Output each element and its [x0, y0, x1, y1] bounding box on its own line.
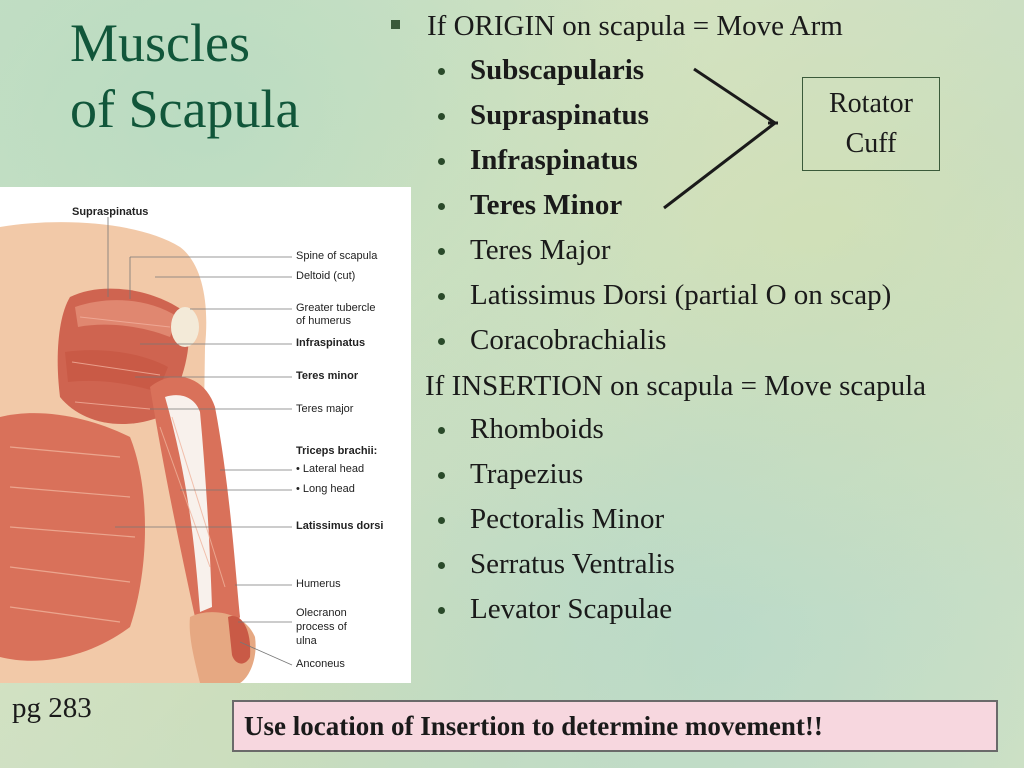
bullet-dot-icon — [438, 113, 445, 120]
figure-label-greater-tubercle-2: of humerus — [296, 315, 352, 327]
insertion-item: Pectoralis Minor — [385, 497, 1015, 542]
figure-label-anconeus: Anconeus — [296, 658, 345, 670]
origin-heading-text: If ORIGIN on scapula = Move Arm — [427, 10, 843, 42]
bullet-dot-icon — [438, 203, 445, 210]
bullet-dot-icon — [438, 562, 445, 569]
square-bullet-icon — [391, 20, 400, 29]
bullet-dot-icon — [438, 517, 445, 524]
insertion-note-box: Use location of Insertion to determine m… — [232, 700, 998, 752]
figure-label-humerus: Humerus — [296, 578, 341, 590]
page-reference: pg 283 — [12, 692, 92, 724]
figure-label-spine-of-scapula: Spine of scapula — [296, 250, 378, 262]
figure-label-triceps-brachii: Triceps brachii: — [296, 445, 378, 457]
slide-title: Muscles of Scapula — [70, 10, 390, 142]
arm-muscles-illustration — [0, 217, 293, 683]
insertion-item: Rhomboids — [385, 407, 1015, 452]
bullet-dot-icon — [438, 158, 445, 165]
origin-item-label: Subscapularis — [470, 54, 645, 86]
figure-label-infraspinatus: Infraspinatus — [296, 337, 366, 349]
anatomy-figure: Supraspinatus Spine of scapula Deltoid (… — [0, 187, 411, 683]
insertion-item-label: Serratus Ventralis — [470, 548, 675, 580]
bullet-dot-icon — [438, 427, 445, 434]
title-line-1: Muscles — [70, 13, 250, 73]
title-line-2: of Scapula — [70, 79, 300, 139]
figure-label-long-head: • Long head — [296, 483, 355, 495]
insertion-item-label: Trapezius — [470, 458, 584, 490]
insertion-item: Levator Scapulae — [385, 587, 1015, 632]
bullet-dot-icon — [438, 338, 445, 345]
figure-label-teres-major: Teres major — [296, 403, 354, 415]
origin-item-label: Teres Minor — [470, 189, 623, 221]
insertion-item-label: Rhomboids — [470, 413, 604, 445]
origin-item-label: Teres Major — [470, 234, 611, 266]
figure-label-deltoid: Deltoid (cut) — [296, 270, 356, 282]
origin-item: Latissimus Dorsi (partial O on scap) — [385, 273, 1015, 318]
bullet-content: If ORIGIN on scapula = Move Arm Subscapu… — [385, 4, 1015, 632]
rotator-cuff-line-1: Rotator — [829, 88, 913, 119]
origin-item: Supraspinatus — [385, 93, 1015, 138]
insertion-item-label: Pectoralis Minor — [470, 503, 665, 535]
figure-label-olecranon: Olecranon — [296, 607, 347, 619]
origin-item-label: Infraspinatus — [470, 144, 638, 176]
rotator-cuff-brace — [663, 67, 778, 210]
origin-item-label: Supraspinatus — [470, 99, 649, 131]
origin-item: Coracobrachialis — [385, 318, 1015, 363]
origin-item: Infraspinatus — [385, 138, 1015, 183]
bullet-dot-icon — [438, 293, 445, 300]
figure-label-supraspinatus: Supraspinatus — [72, 206, 149, 218]
origin-item-label: Latissimus Dorsi (partial O on scap) — [470, 279, 892, 311]
insertion-item: Serratus Ventralis — [385, 542, 1015, 587]
bullet-dot-icon — [438, 68, 445, 75]
bullet-dot-icon — [438, 472, 445, 479]
figure-label-teres-minor: Teres minor — [296, 370, 359, 382]
figure-label-lateral-head: • Lateral head — [296, 463, 365, 475]
rotator-cuff-line-2: Cuff — [845, 128, 897, 159]
rotator-cuff-box: Rotator Cuff — [802, 77, 940, 171]
origin-item: Teres Minor — [385, 183, 1015, 228]
origin-item-label: Coracobrachialis — [470, 324, 667, 356]
origin-item: Teres Major — [385, 228, 1015, 273]
figure-label-olecranon-3: ulna — [296, 635, 317, 647]
figure-label-latissimus-dorsi: Latissimus dorsi — [296, 520, 384, 532]
insertion-heading: If INSERTION on scapula = Move scapula — [425, 370, 927, 402]
figure-label-greater-tubercle: Greater tubercle — [296, 302, 376, 314]
insertion-item-label: Levator Scapulae — [470, 593, 673, 625]
insertion-item: Trapezius — [385, 452, 1015, 497]
origin-item: Subscapularis — [385, 48, 1015, 93]
bullet-dot-icon — [438, 248, 445, 255]
origin-heading: If ORIGIN on scapula = Move Arm — [385, 4, 1015, 48]
figure-label-olecranon-2: process of — [296, 621, 347, 633]
bullet-dot-icon — [438, 607, 445, 614]
